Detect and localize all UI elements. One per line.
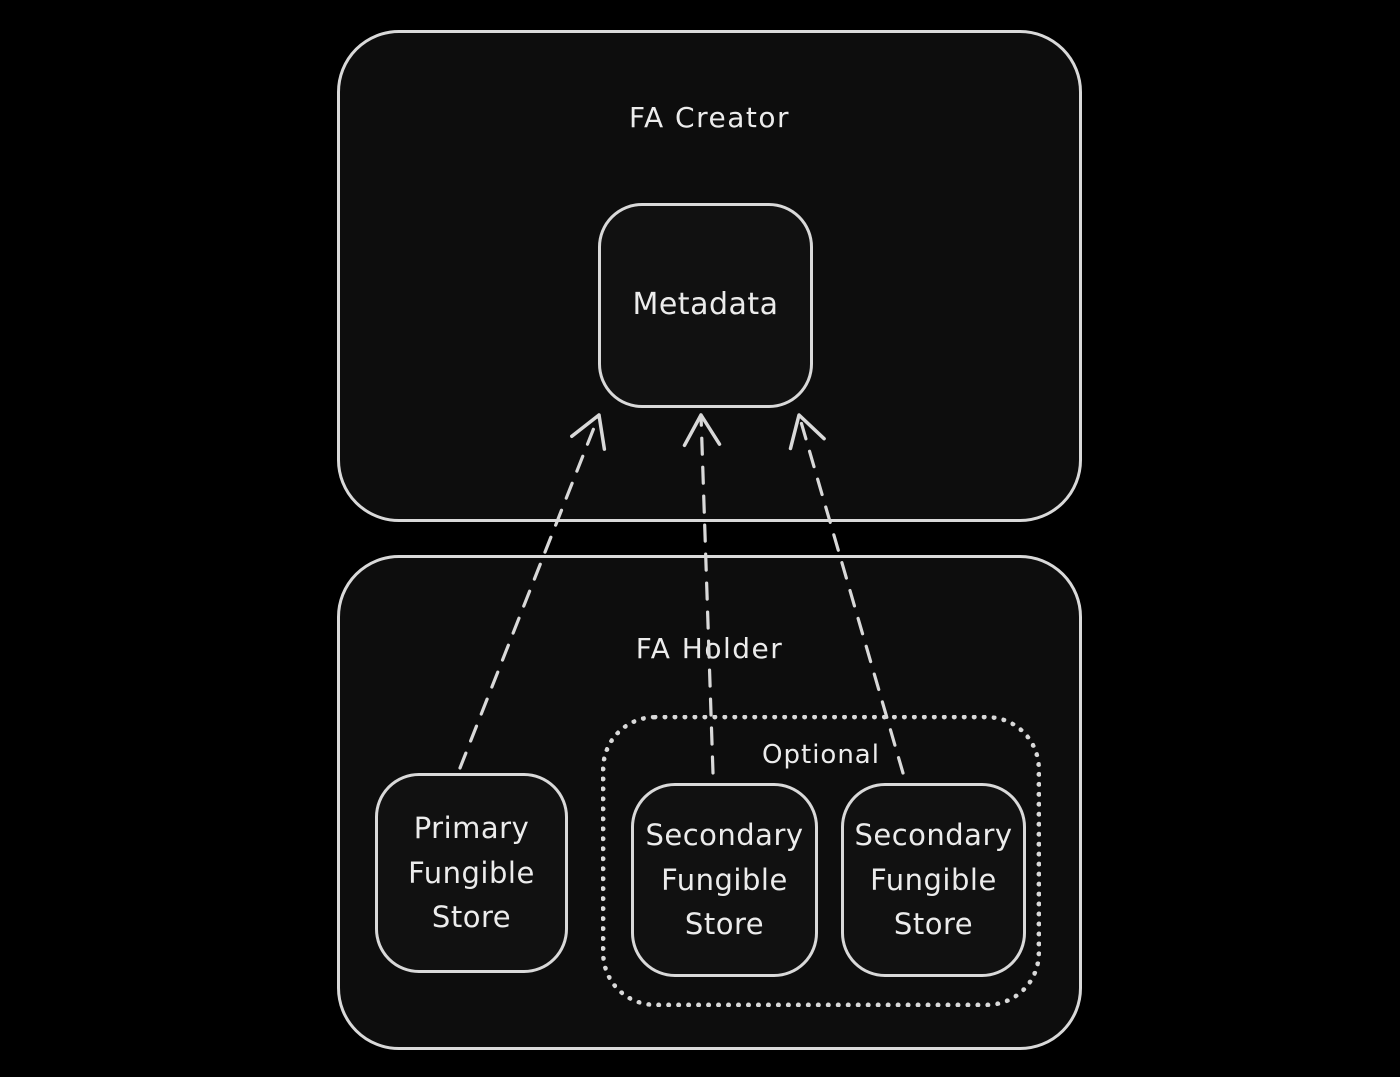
fa-creator-container: FA Creator Metadata	[337, 30, 1082, 522]
secondary-store-1-line-2: Fungible	[661, 862, 788, 897]
secondary-fungible-store-node-2: Secondary Fungible Store	[841, 783, 1026, 977]
secondary-store-2-line-2: Fungible	[870, 862, 997, 897]
primary-store-line-1: Primary	[413, 810, 530, 845]
metadata-label: Metadata	[632, 287, 779, 323]
secondary-store-1-line-3: Store	[684, 907, 765, 942]
secondary-store-2-line-1: Secondary	[854, 817, 1013, 852]
optional-group: Optional Secondary Fungible Store Second…	[601, 715, 1041, 1007]
fa-holder-container: FA Holder Primary Fungible Store Optiona…	[337, 555, 1082, 1050]
fa-holder-label: FA Holder	[635, 632, 784, 665]
primary-store-line-2: Fungible	[408, 855, 535, 890]
primary-fungible-store-node: Primary Fungible Store	[375, 773, 568, 973]
primary-store-line-3: Store	[431, 900, 512, 935]
metadata-node: Metadata	[598, 203, 813, 408]
fa-creator-label: FA Creator	[628, 101, 791, 134]
optional-label: Optional	[762, 740, 880, 770]
secondary-fungible-store-node-1: Secondary Fungible Store	[631, 783, 818, 977]
secondary-store-1-line-1: Secondary	[645, 817, 804, 852]
secondary-store-2-line-3: Store	[893, 907, 974, 942]
